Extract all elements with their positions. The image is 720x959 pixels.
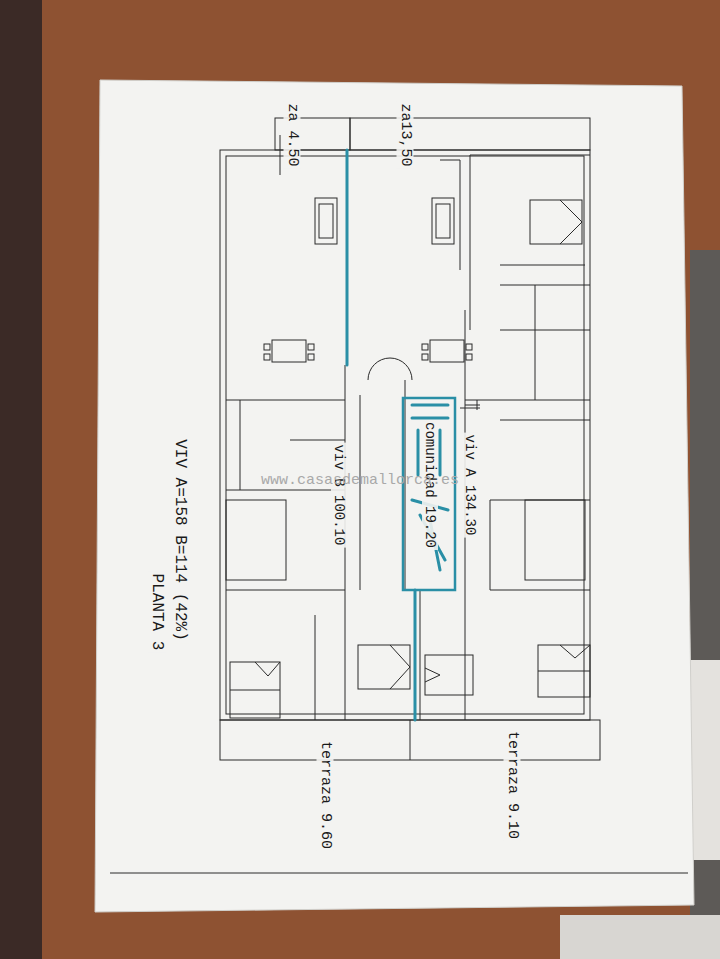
- terrace-label: terraza 9.10: [504, 729, 521, 841]
- dwelling-area: viv B 100.10: [331, 443, 347, 548]
- area-summary: VIV A=158 B=114 (42%): [171, 437, 189, 643]
- balcony-label: za 4.50: [284, 101, 301, 168]
- dwelling-area: viv A 134.30: [462, 433, 478, 538]
- floor-label: PLANTA 3: [148, 572, 166, 653]
- terrace-label: terraza 9.60: [317, 739, 334, 851]
- balcony-label: za13,50: [397, 101, 414, 168]
- watermark: www.casasdemallorca.es: [261, 473, 459, 488]
